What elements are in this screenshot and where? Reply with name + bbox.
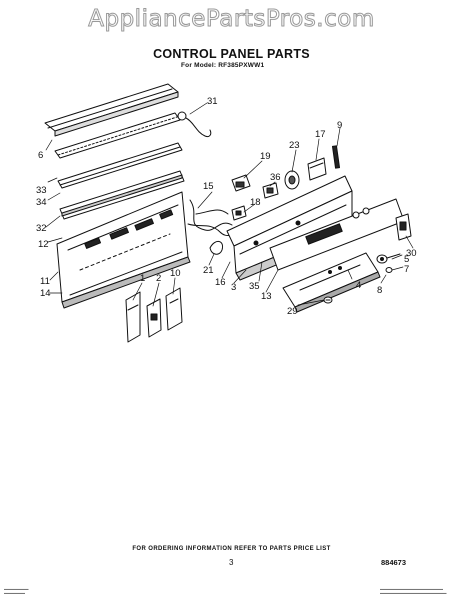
callout-15: 15 — [203, 181, 214, 192]
side-bracket-2 — [146, 298, 162, 338]
page-number: 3 — [229, 558, 234, 567]
callout-34: 34 — [36, 197, 47, 208]
callout-11: 11 — [40, 276, 50, 287]
callout-1: 1 — [140, 273, 145, 284]
callout-2: 2 — [156, 273, 161, 284]
callout-17: 17 — [315, 129, 326, 140]
callout-12: 12 — [38, 239, 49, 250]
thermostat — [177, 111, 212, 137]
leader-lines — [45, 102, 414, 307]
ordering-note: FOR ORDERING INFORMATION REFER TO PARTS … — [132, 546, 331, 552]
callout-21: 21 — [203, 265, 214, 276]
callout-29: 29 — [287, 306, 298, 317]
knob-hardware — [376, 253, 401, 273]
callout-7: 7 — [404, 264, 409, 275]
callout-6: 6 — [38, 150, 43, 161]
callout-5: 5 — [404, 254, 409, 265]
clock-motor — [284, 170, 300, 190]
callout-14: 14 — [40, 288, 51, 299]
inner-bracket — [59, 170, 185, 220]
callout-3: 3 — [231, 282, 236, 293]
callout-31: 31 — [207, 96, 218, 107]
top-trim-strip — [44, 83, 179, 137]
callout-13: 13 — [261, 291, 272, 302]
callout-36: 36 — [270, 172, 281, 183]
timer-unit — [307, 157, 327, 181]
callout-9: 9 — [337, 120, 342, 131]
back-panel — [56, 191, 191, 309]
callout-32: 32 — [36, 223, 47, 234]
callout-35: 35 — [249, 281, 260, 292]
fine-print-right-mark: ▬▬▬▬▬▬▬▬▬▬▬▬▬▬▬▬▬▬▬▬▬▬▬▬▬▬▬▬▬▬▬▬▬▬▬▬▬ — [380, 587, 447, 595]
watermark-text: AppliancePartsPros.com — [88, 6, 375, 33]
fuse-clip — [209, 241, 224, 255]
front-overlay-panel — [282, 252, 381, 313]
side-bracket-1 — [125, 291, 141, 343]
model-subtitle: For Model: RF385PXWW1 — [181, 62, 265, 69]
callout-19: 19 — [260, 151, 271, 162]
side-bracket-10 — [165, 287, 183, 331]
callout-labels: 31 17 9 23 19 36 15 18 6 33 34 32 12 11 … — [36, 96, 417, 317]
screw-strip — [331, 145, 341, 169]
document-number: 884673 — [381, 558, 407, 567]
relay — [231, 174, 251, 192]
callout-10: 10 — [170, 268, 181, 279]
page-title: CONTROL PANEL PARTS — [153, 47, 310, 61]
screw — [323, 296, 333, 304]
callout-33: 33 — [36, 185, 47, 196]
callout-30: 30 — [406, 248, 417, 259]
callout-23: 23 — [289, 140, 300, 151]
endcap — [395, 213, 412, 241]
lower-strip — [57, 142, 183, 189]
connector — [231, 205, 247, 221]
callout-4: 4 — [356, 280, 361, 291]
callout-16: 16 — [215, 277, 226, 288]
callout-18: 18 — [250, 197, 261, 208]
callout-8: 8 — [377, 285, 382, 296]
fine-print-left-mark: ▬▬▬▬▬▬▬▬▬▬▬▬▬ — [4, 587, 29, 595]
